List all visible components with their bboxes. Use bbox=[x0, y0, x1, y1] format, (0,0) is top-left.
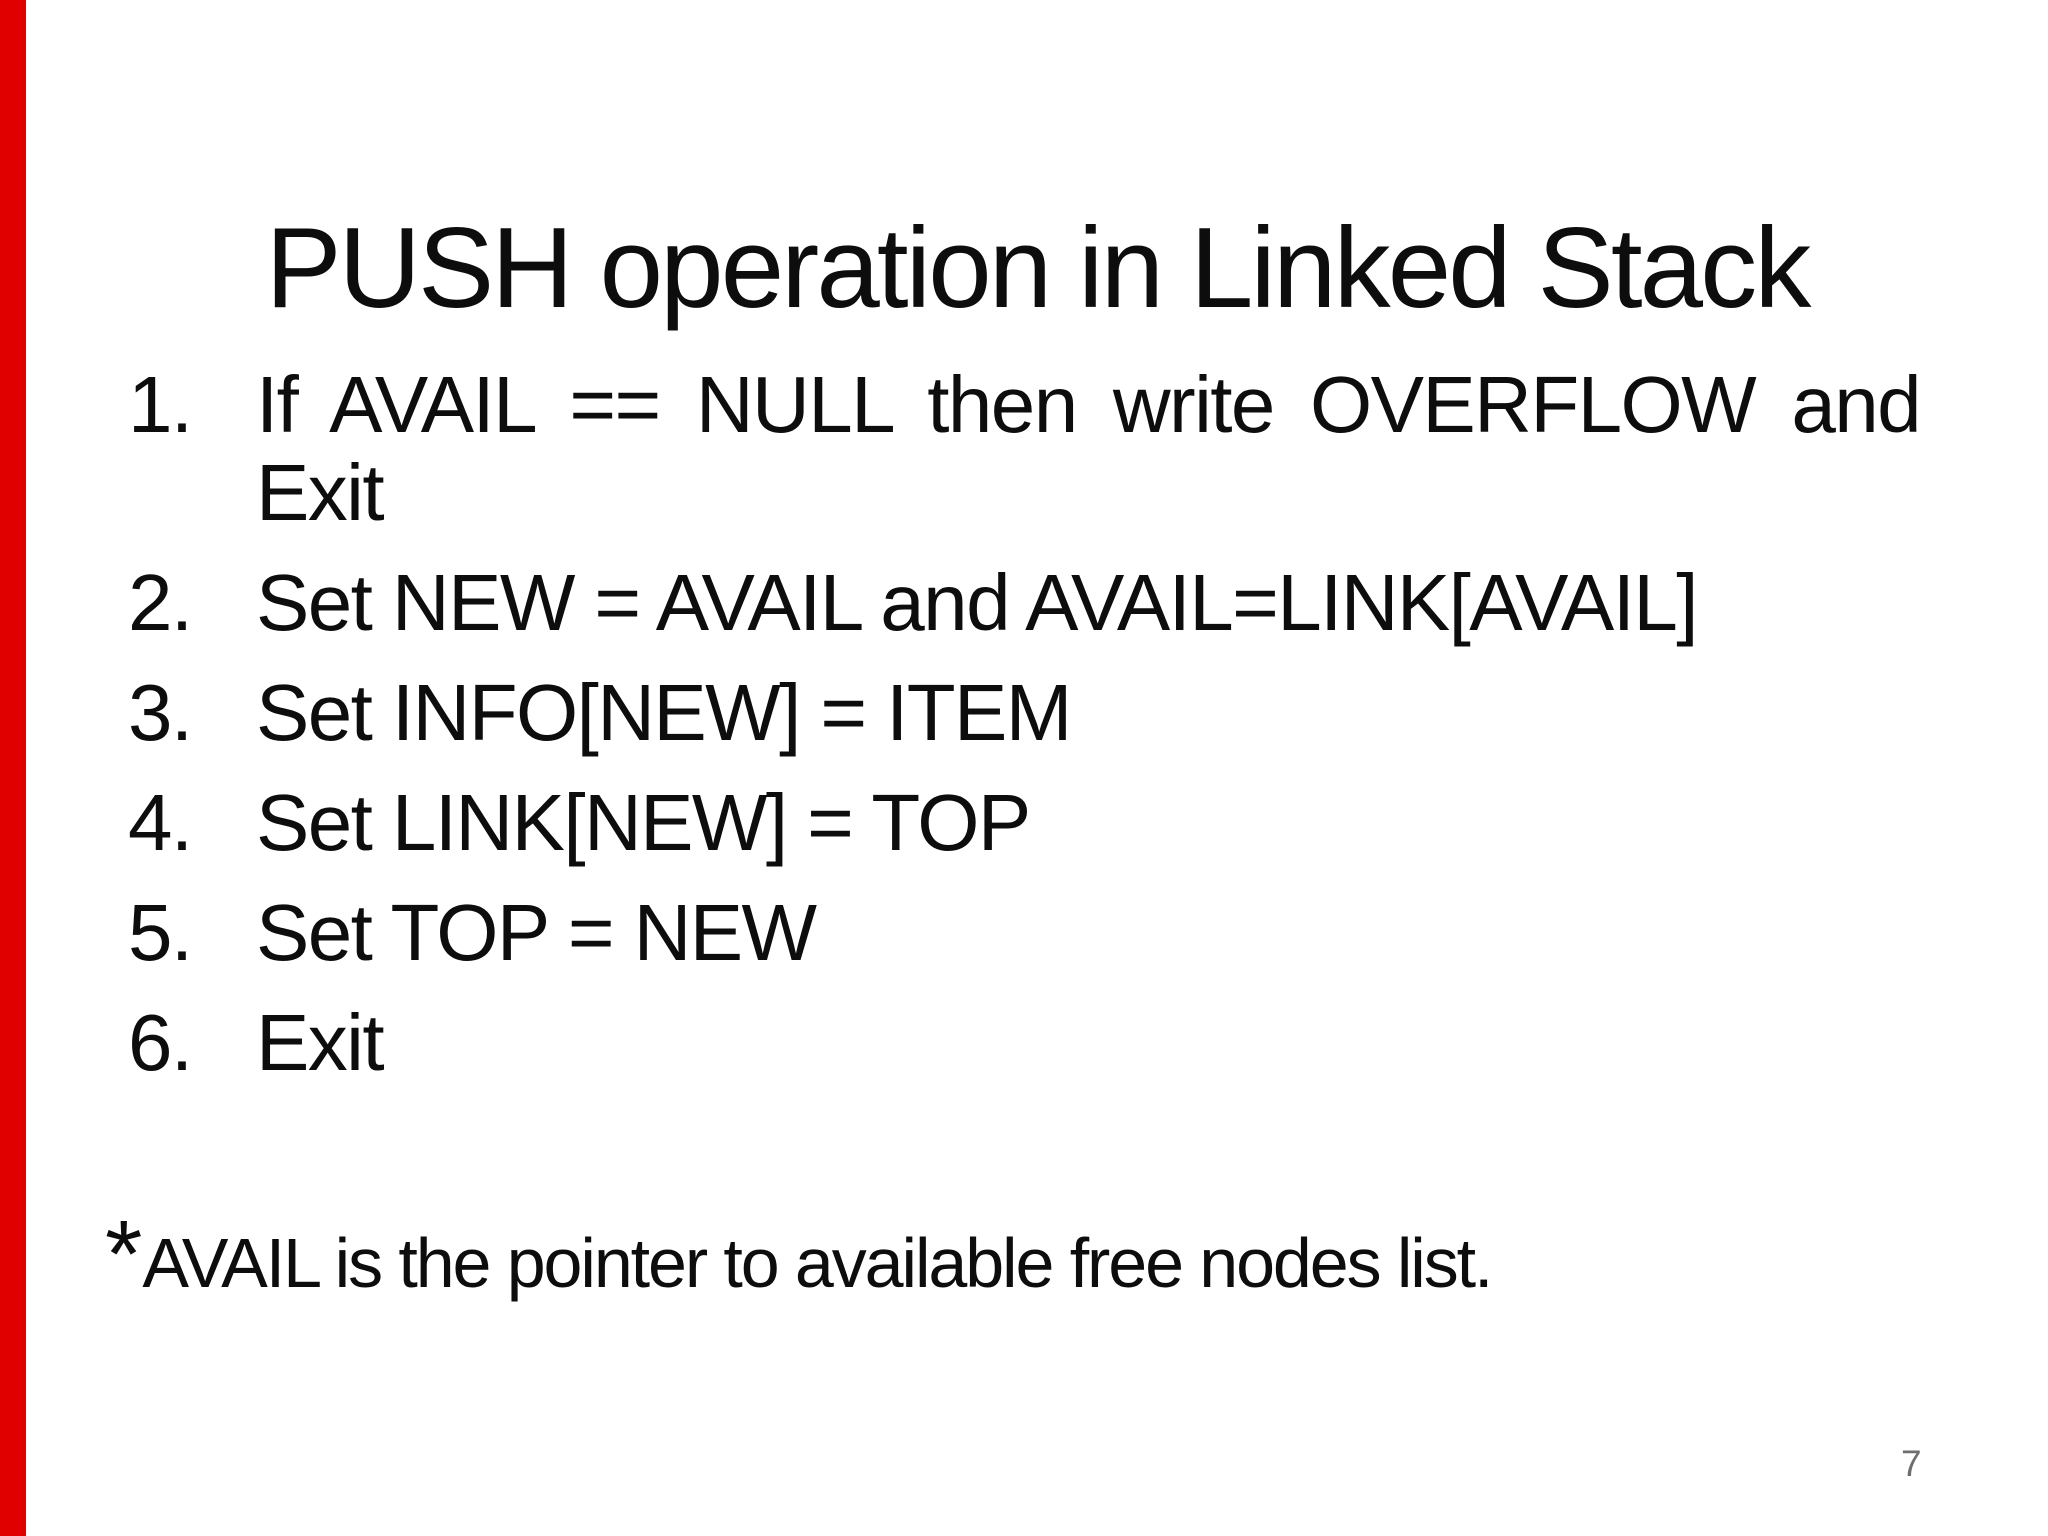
list-item: 5. Set TOP = NEW bbox=[128, 889, 1920, 977]
list-item-number: 6. bbox=[128, 998, 193, 1087]
footnote: *AVAIL is the pointer to available free … bbox=[105, 1207, 1493, 1303]
footnote-text: AVAIL is the pointer to available free n… bbox=[142, 1224, 1493, 1302]
list-item-text: Exit bbox=[256, 998, 385, 1087]
list-item-number: 4. bbox=[128, 778, 193, 867]
list-item-text: Set NEW = AVAIL and AVAIL=LINK[AVAIL] bbox=[256, 558, 1698, 647]
list-item: 4. Set LINK[NEW] = TOP bbox=[128, 779, 1920, 867]
list-item: 2. Set NEW = AVAIL and AVAIL=LINK[AVAIL] bbox=[128, 559, 1920, 647]
step-text-line-1: If AVAIL == NULL then write OVERFLOW and bbox=[256, 360, 1922, 449]
algorithm-steps-list: 1. If AVAIL == NULL then write OVERFLOW … bbox=[128, 360, 1922, 1087]
list-item-number: 2. bbox=[128, 558, 193, 647]
red-left-edge-strip bbox=[0, 0, 26, 1536]
slide-title: PUSH operation in Linked Stack bbox=[265, 205, 1811, 333]
list-item: 1. If AVAIL == NULL then write OVERFLOW … bbox=[128, 360, 1922, 537]
list-item-text: Set LINK[NEW] = TOP bbox=[256, 778, 1031, 867]
list-item-text: Set INFO[NEW] = ITEM bbox=[256, 668, 1072, 757]
list-item-text: Set TOP = NEW bbox=[256, 888, 817, 977]
page-number: 7 bbox=[1901, 1443, 1922, 1484]
list-item-text: If AVAIL == NULL then write OVERFLOW and… bbox=[256, 360, 1922, 537]
list-item-number: 1. bbox=[128, 360, 193, 449]
list-item: 3. Set INFO[NEW] = ITEM bbox=[128, 669, 1920, 757]
step-text-line-2: Exit bbox=[256, 448, 385, 537]
footnote-asterisk: * bbox=[105, 1201, 143, 1308]
list-item-number: 3. bbox=[128, 668, 193, 757]
list-item-number: 5. bbox=[128, 888, 193, 977]
list-item: 6. Exit bbox=[128, 999, 1920, 1087]
